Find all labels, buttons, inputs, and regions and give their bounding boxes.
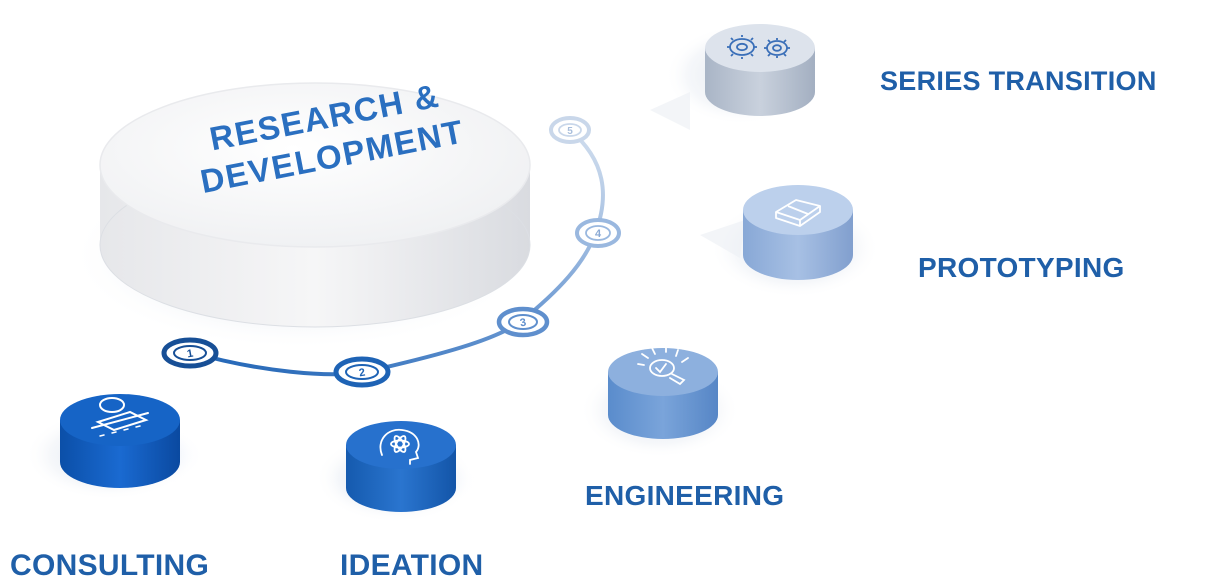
engineering-puck xyxy=(608,345,718,439)
head-atom-icon xyxy=(379,428,420,465)
prototyping-puck xyxy=(743,185,853,280)
cube-icon xyxy=(775,199,821,227)
label-consulting: CONSULTING xyxy=(10,549,209,582)
step-number-4: 4 xyxy=(595,228,602,240)
person-stamp-icon xyxy=(91,397,149,437)
consulting-puck xyxy=(45,394,205,490)
series-transition-puck xyxy=(705,24,815,116)
step-number-2: 2 xyxy=(358,367,366,380)
label-engineering: ENGINEERING xyxy=(585,480,784,511)
research-development-hub: RESEARCH & DEVELOPMENT xyxy=(99,77,531,328)
step-number-1: 1 xyxy=(186,348,194,361)
label-ideation: IDEATION xyxy=(340,549,484,582)
step-marker-3: 3 xyxy=(496,306,550,338)
step-marker-4: 4 xyxy=(575,218,621,248)
label-prototyping: PROTOTYPING xyxy=(918,252,1125,283)
step-number-3: 3 xyxy=(519,317,527,330)
lightbulb-icon xyxy=(637,345,689,386)
step-marker-1: 1 xyxy=(161,337,219,369)
ideation-puck xyxy=(325,421,475,514)
step-marker-5: 5 xyxy=(549,116,591,144)
step-marker-2: 2 xyxy=(333,356,391,388)
gears-icon xyxy=(727,35,790,59)
step-number-5: 5 xyxy=(567,126,573,137)
label-series-transition: SERIES TRANSITION xyxy=(880,66,1157,96)
